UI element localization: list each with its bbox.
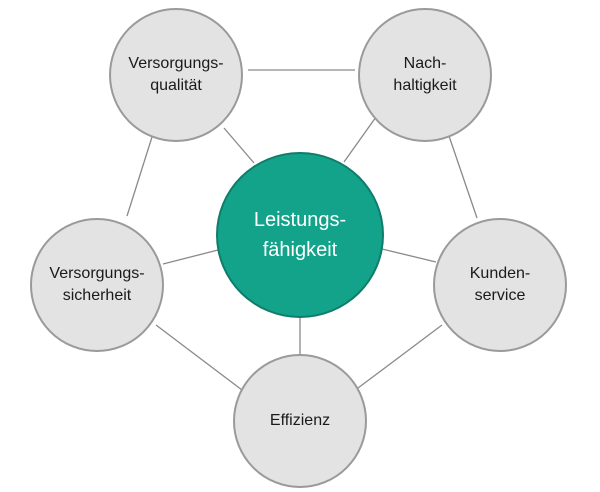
center-label-line2: fähigkeit: [262, 239, 338, 261]
node-label-line1: Effizienz: [269, 412, 331, 429]
node-label-line2: sicherheit: [62, 287, 132, 304]
node-nachhaltigkeit: Nach- haltigkeit: [358, 8, 492, 142]
node-label-line1: Versorgungs-: [49, 265, 145, 282]
node-label-line1: Versorgungs-: [128, 55, 224, 72]
node-label-line1: Kunden-: [469, 265, 531, 282]
spoke-qualitaet: [223, 127, 255, 164]
node-versorgungssicherheit: Versorgungs- sicherheit: [30, 218, 164, 352]
node-effizienz: Effizienz: [233, 354, 367, 488]
connector-nachhaltigkeit-kundenservice: [448, 135, 478, 219]
node-label-line1: Nach-: [403, 55, 447, 72]
node-label-line2: service: [474, 287, 526, 304]
connector-sicherheit-effizienz: [155, 324, 243, 391]
connector-kundenservice-effizienz: [357, 324, 443, 389]
node-versorgungsqualitaet: Versorgungs- qualität: [109, 8, 243, 142]
node-kundenservice: Kunden- service: [433, 218, 567, 352]
connector-qualitaet-sicherheit: [126, 136, 153, 217]
center-label-line1: Leistungs-: [253, 209, 347, 231]
node-leistungsfaehigkeit: Leistungs- fähigkeit: [216, 152, 384, 318]
node-label-line2: haltigkeit: [393, 77, 457, 94]
spoke-nachhaltigkeit: [343, 116, 377, 163]
spoke-kundenservice: [381, 248, 437, 263]
node-label-line2: qualität: [150, 77, 202, 94]
spoke-sicherheit: [162, 249, 219, 265]
